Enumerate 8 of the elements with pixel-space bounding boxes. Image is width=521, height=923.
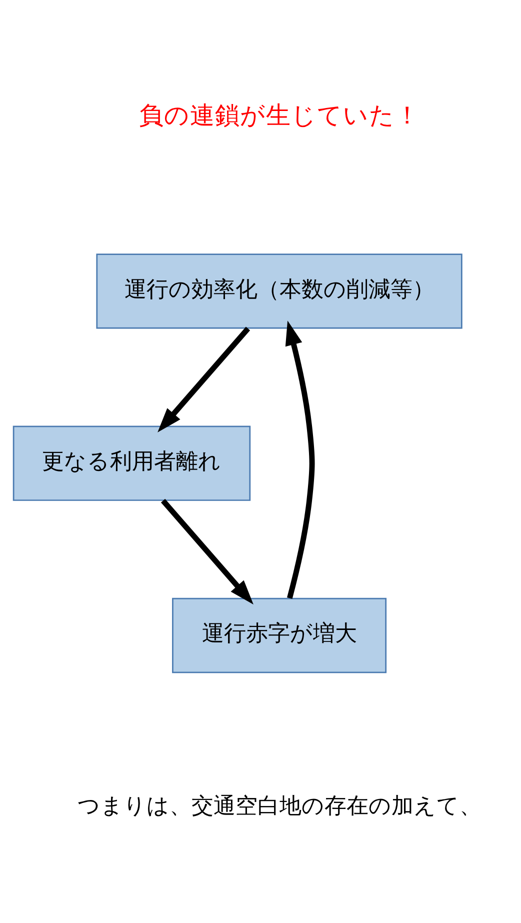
label: 負の連鎖が生じていた！ bbox=[138, 100, 420, 130]
node-box: 運行赤字が増大 bbox=[172, 597, 387, 673]
arrow bbox=[158, 326, 250, 432]
node-box: 更なる利用者離れ bbox=[12, 425, 251, 500]
label: つまりは、交通空白地の存在の加えて、 bbox=[77, 793, 482, 818]
node-box: 運行の効率化（本数の削減等） bbox=[96, 253, 462, 328]
arrow bbox=[160, 498, 254, 604]
arrow bbox=[285, 320, 315, 598]
